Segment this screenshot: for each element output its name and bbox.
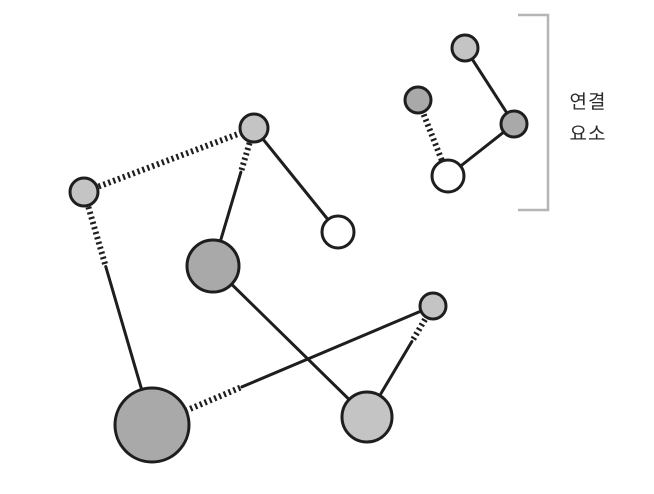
node-n6 — [113, 386, 191, 464]
nodes-layer — [68, 33, 529, 464]
node-n10 — [499, 109, 529, 139]
edge-n2-n4-dashed — [238, 127, 257, 174]
connected-component-label: 연결 요소 — [566, 86, 610, 150]
edge-n1-n2 — [82, 125, 256, 195]
label-line-2: 요소 — [569, 123, 607, 145]
node-n8 — [450, 33, 480, 63]
node-n4 — [185, 238, 241, 294]
node-n3 — [320, 214, 356, 250]
node-n9 — [403, 85, 433, 115]
node-n7 — [340, 390, 394, 444]
edge-n2-n3 — [252, 126, 340, 234]
edge-n4-n7 — [211, 264, 369, 419]
label-line-1: 연결 — [569, 91, 607, 113]
node-n1 — [68, 176, 100, 208]
component-bracket — [518, 13, 550, 212]
edge-n8-n10 — [463, 46, 516, 126]
node-n11 — [430, 158, 466, 194]
node-n2 — [238, 112, 270, 144]
edges-layer — [81, 46, 516, 428]
edge-n6-n5 — [240, 304, 435, 389]
node-n5 — [418, 291, 448, 321]
